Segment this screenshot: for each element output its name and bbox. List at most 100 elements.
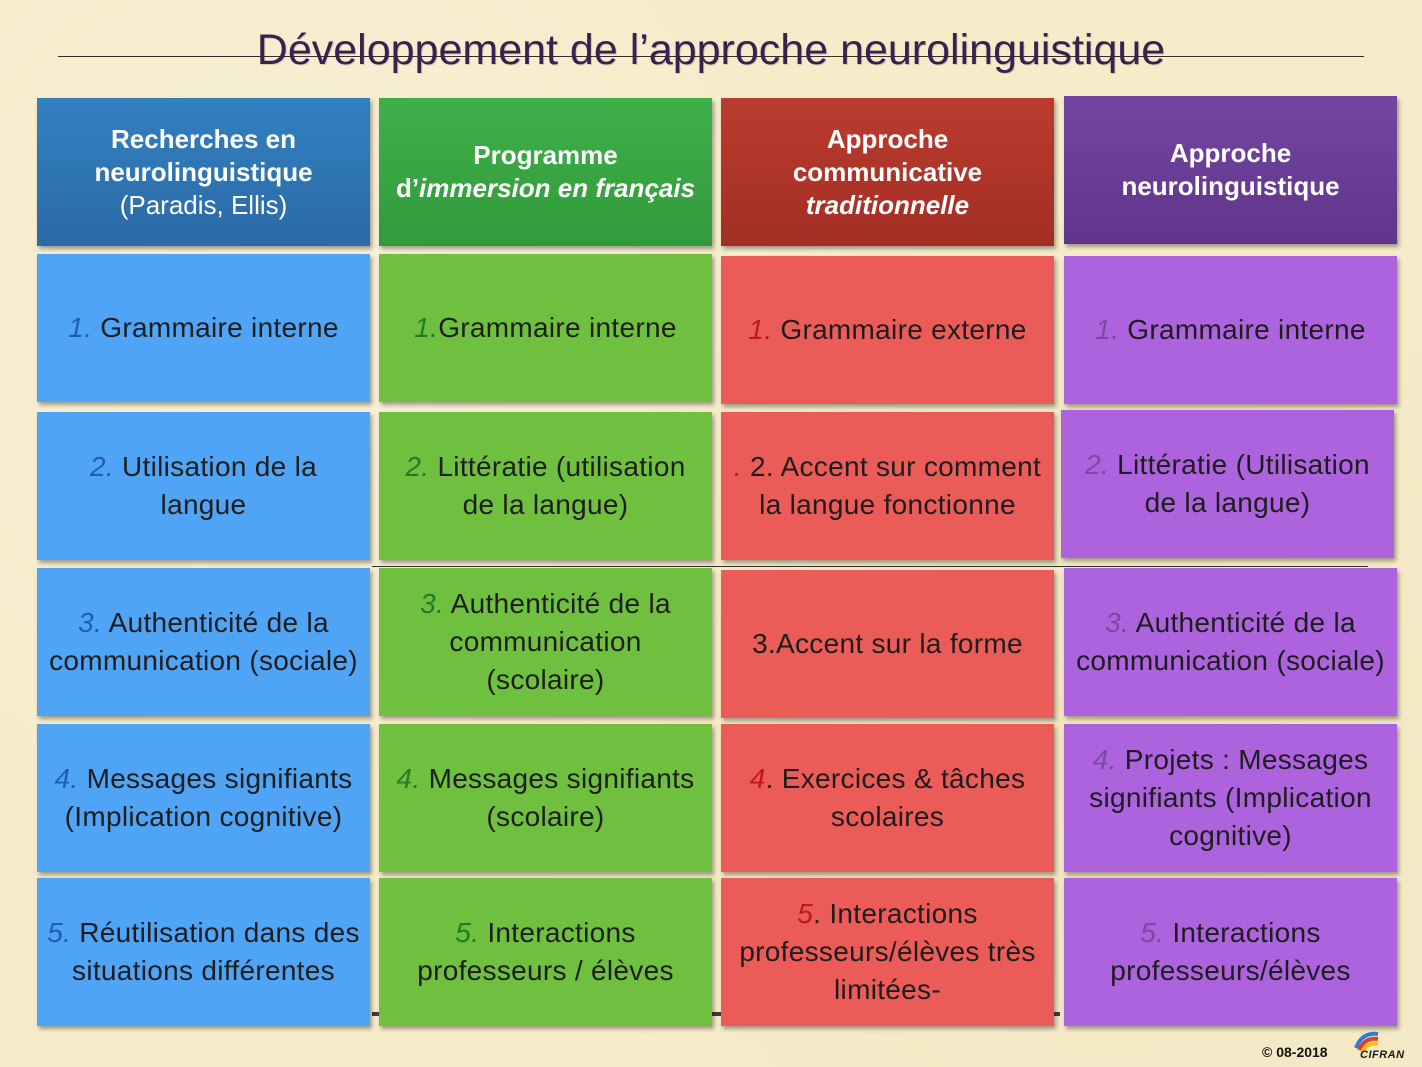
item-number: 4. — [54, 763, 79, 794]
cell-text: 4. Messages signifiants (scolaire) — [387, 760, 704, 836]
item-text: Projets : Messages signifiants (Implicat… — [1089, 744, 1372, 851]
item-text: 3.Accent sur la forme — [752, 628, 1023, 659]
cell-r3-research: 3. Authenticité de la communication (soc… — [37, 568, 370, 716]
cell-text: 2. Littératie (Utilisation de la langue) — [1069, 446, 1386, 522]
header-text: d’ — [395, 173, 420, 203]
cell-r5-neurolinguistic: 5. Interactions professeurs/élèves — [1064, 878, 1397, 1026]
column-header-neurolinguistic: Approche neurolinguistique — [1064, 96, 1397, 244]
cell-r4-immersion: 4. Messages signifiants (scolaire) — [379, 724, 712, 872]
cell-text: 4. Messages signifiants (Implication cog… — [45, 760, 362, 836]
logo-text: CIFRAN — [1360, 1049, 1405, 1061]
item-number: 1. — [414, 312, 439, 343]
cell-text: 1. Grammaire externe — [748, 311, 1026, 349]
item-number: 1. — [68, 312, 93, 343]
header-line: neurolinguistique — [94, 156, 313, 187]
header-line: d’immersion en français — [396, 172, 695, 205]
item-text: Littératie (utilisation de la langue) — [429, 451, 686, 520]
cell-text: . 2. Accent sur comment la langue foncti… — [729, 448, 1046, 524]
item-text: Interactions professeurs/élèves — [1110, 917, 1351, 986]
cell-text: 1. Grammaire interne — [68, 309, 339, 347]
cell-text: 4. Projets : Messages signifiants (Impli… — [1072, 741, 1389, 855]
cell-text: 2. Littératie (utilisation de la langue) — [387, 448, 704, 524]
cell-text: 3. Authenticité de la communication (soc… — [45, 604, 362, 680]
page-title: Développement de l’approche neurolinguis… — [256, 26, 1166, 74]
item-number: 5. — [47, 917, 72, 948]
item-number: 1. — [1095, 314, 1120, 345]
cell-r2-neurolinguistic: 2. Littératie (Utilisation de la langue) — [1061, 410, 1394, 558]
item-text: Grammaire interne — [92, 312, 339, 343]
bottom-divider — [372, 1012, 1060, 1016]
cell-r2-communicative: . 2. Accent sur comment la langue foncti… — [721, 412, 1054, 560]
cell-text: 5. Réutilisation dans des situations dif… — [45, 914, 362, 990]
item-number: 5 — [797, 898, 814, 929]
column-header-research: Recherches en neurolinguistique (Paradis… — [37, 98, 370, 246]
item-number: 3. — [1105, 607, 1130, 638]
cell-r1-neurolinguistic: 1. Grammaire interne — [1064, 256, 1397, 404]
item-number: 4. — [396, 763, 421, 794]
header-line: Recherches en — [111, 123, 296, 154]
header-line: Approche — [826, 123, 949, 154]
item-text: Messages signifiants (Implication cognit… — [64, 763, 353, 832]
cell-text: 3.Accent sur la forme — [752, 625, 1023, 663]
item-text: . Interactions professeurs/élèves très l… — [739, 898, 1036, 1005]
cell-text: 5. Interactions professeurs/élèves très … — [729, 895, 1046, 1009]
title-underline — [58, 56, 1364, 57]
cell-r5-research: 5. Réutilisation dans des situations dif… — [37, 878, 370, 1026]
item-text: Messages signifiants (scolaire) — [420, 763, 695, 832]
cell-text: 5. Interactions professeurs/élèves — [1072, 914, 1389, 990]
cell-r5-communicative: 5. Interactions professeurs/élèves très … — [721, 878, 1054, 1026]
item-text: Grammaire interne — [1119, 314, 1366, 345]
item-number: 3. — [420, 588, 445, 619]
cell-text: 1.Grammaire interne — [414, 309, 676, 347]
column-header-immersion: Programme d’immersion en français — [379, 98, 712, 246]
header-subtitle: (Paradis, Ellis) — [119, 189, 288, 220]
header-italic-line: traditionnelle — [805, 189, 970, 220]
item-text: Authenticité de la communication (social… — [49, 607, 358, 676]
divider-line — [372, 566, 1368, 567]
cell-text: 5. Interactions professeurs / élèves — [387, 914, 704, 990]
header-line: neurolinguistique — [1121, 171, 1340, 201]
item-number: 4 — [749, 763, 766, 794]
item-text: Littératie (Utilisation de la langue) — [1109, 449, 1370, 518]
item-number: 3. — [78, 607, 103, 638]
item-text: Authenticité de la communication (scolai… — [444, 588, 671, 695]
cell-r2-immersion: 2. Littératie (utilisation de la langue) — [379, 412, 712, 560]
cell-text: 1. Grammaire interne — [1095, 311, 1366, 349]
item-text: Grammaire externe — [772, 314, 1027, 345]
item-text: Utilisation de la langue — [113, 451, 317, 520]
item-number: 2. — [405, 451, 430, 482]
cell-text: 3. Authenticité de la communication (soc… — [1072, 604, 1389, 680]
cell-r4-neurolinguistic: 4. Projets : Messages signifiants (Impli… — [1064, 724, 1397, 872]
cell-r2-research: 2. Utilisation de la langue — [37, 412, 370, 560]
item-number: 5. — [1140, 917, 1165, 948]
cell-r1-communicative: 1. Grammaire externe — [721, 256, 1054, 404]
cell-text: 3. Authenticité de la communication (sco… — [387, 585, 704, 699]
item-number: 2. — [1085, 449, 1110, 480]
item-text: Réutilisation dans des situations différ… — [71, 917, 360, 986]
item-number: 2. — [89, 451, 114, 482]
cell-r4-communicative: 4. Exercices & tâches scolaires — [721, 724, 1054, 872]
item-text: . Exercices & tâches scolaires — [765, 763, 1026, 832]
item-number: 4. — [1092, 744, 1117, 775]
cell-r3-neurolinguistic: 3. Authenticité de la communication (soc… — [1064, 568, 1397, 716]
cell-r1-research: 1. Grammaire interne — [37, 254, 370, 402]
item-text: Interactions professeurs / élèves — [417, 917, 674, 986]
cell-r5-immersion: 5. Interactions professeurs / élèves — [379, 878, 712, 1026]
cifran-logo — [1354, 1031, 1379, 1054]
cell-text: 4. Exercices & tâches scolaires — [729, 760, 1046, 836]
header-line: Approche — [1169, 138, 1292, 168]
cell-r3-immersion: 3. Authenticité de la communication (sco… — [379, 568, 712, 716]
copyright-text: © 08-2018 — [1262, 1044, 1328, 1060]
cell-r3-communicative: 3.Accent sur la forme — [721, 570, 1054, 718]
header-line: Programme — [473, 140, 618, 170]
header-italic-text: immersion en français — [419, 173, 696, 203]
column-header-communicative: Approche communicative traditionnelle — [721, 98, 1054, 246]
cell-r4-research: 4. Messages signifiants (Implication cog… — [37, 724, 370, 872]
item-text: 2. Accent sur comment la langue fonction… — [741, 451, 1042, 520]
item-text: Authenticité de la communication (social… — [1076, 607, 1385, 676]
header-line: communicative — [792, 156, 983, 187]
item-text: Grammaire interne — [438, 312, 677, 343]
item-number: 1. — [748, 314, 773, 345]
cell-text: 2. Utilisation de la langue — [45, 448, 362, 524]
